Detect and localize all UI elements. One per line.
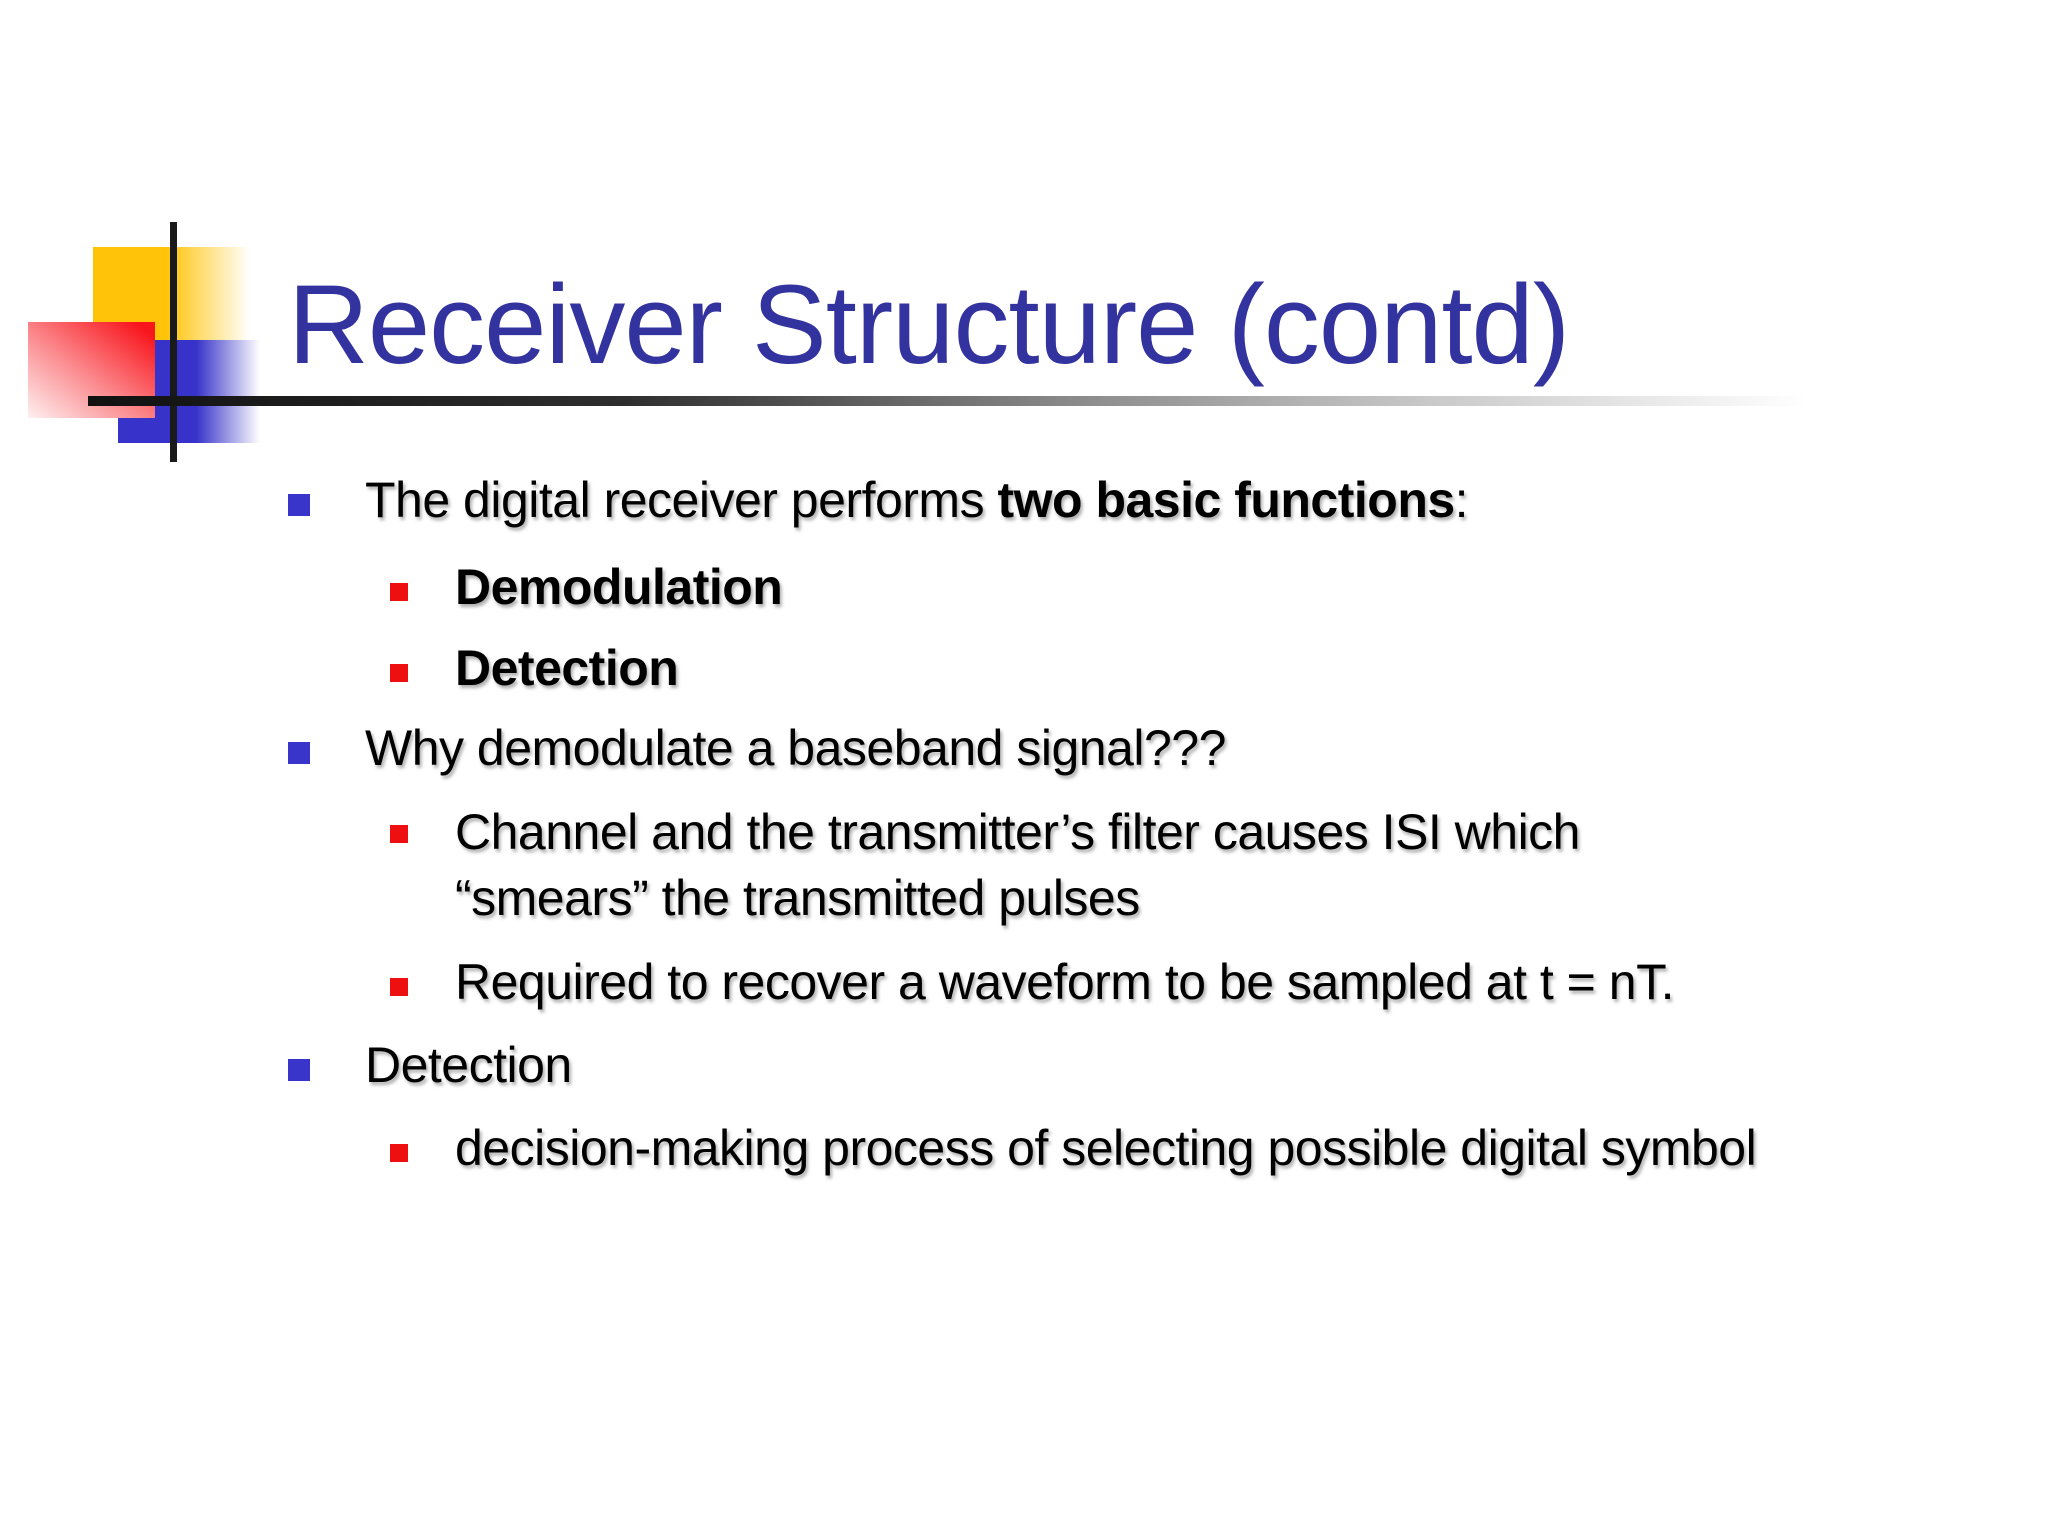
list-item-text: Detection [365,1037,572,1093]
list-item: Channel and the transmitter’s filter cau… [390,799,1581,931]
list-item: Detection [390,638,679,698]
bullet-square-icon [390,664,408,682]
list-item-text: Why demodulate a baseband signal??? [365,720,1226,776]
list-item-text: The digital receiver performs two basic … [365,470,1469,530]
list-item: Demodulation [390,557,783,617]
list-item-text: Demodulation [455,559,783,615]
slide-title: Receiver Structure (contd) [288,262,1570,387]
bullet-square-icon [288,742,310,764]
list-item: The digital receiver performs two basic … [288,470,1469,530]
bullet-square-icon [288,1059,310,1081]
bullet-square-icon [288,494,310,516]
list-item-text: Required to recover a waveform to be sam… [455,954,1674,1010]
list-item-text: decision-making process of selecting pos… [455,1120,1757,1176]
list-item: Why demodulate a baseband signal??? [288,718,1226,778]
bullet-square-icon [390,978,408,996]
list-item: Required to recover a waveform to be sam… [390,952,1674,1012]
crosshair-vertical-line [170,222,177,462]
bullet-square-icon [390,583,408,601]
text-segment: The digital receiver performs [365,472,998,528]
list-item: Detection [288,1035,572,1095]
text-line: “smears” the transmitted pulses [455,870,1140,926]
bullet-square-icon [390,1144,408,1162]
list-item: decision-making process of selecting pos… [390,1118,1757,1178]
text-line: Channel and the transmitter’s filter cau… [455,804,1581,860]
text-segment: : [1454,472,1469,528]
list-item-text: Channel and the transmitter’s filter cau… [455,799,1581,931]
list-item-text: Detection [455,640,679,696]
title-underline-rule [88,396,1878,406]
bullet-square-icon [390,825,408,843]
text-segment-bold: two basic functions [997,472,1455,528]
